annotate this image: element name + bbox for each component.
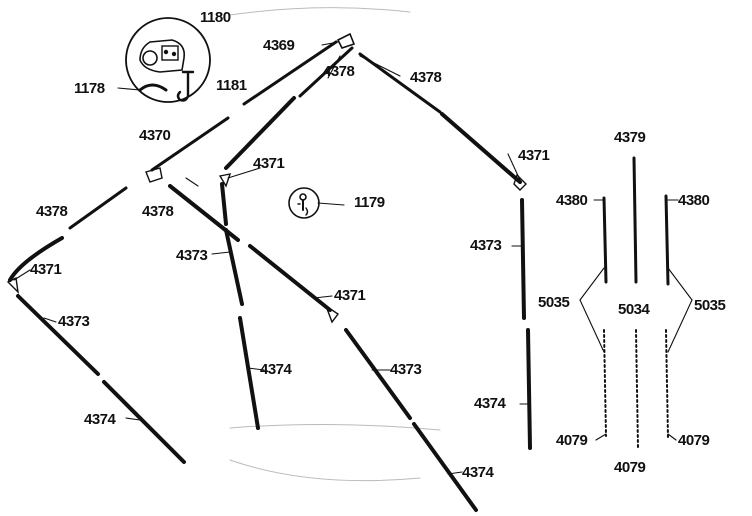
label-5035-right: 5035 bbox=[694, 297, 726, 314]
label-4373-right: 4373 bbox=[470, 237, 502, 254]
label-4371-left: 4371 bbox=[30, 261, 62, 278]
label-4374-center: 4374 bbox=[260, 361, 292, 378]
label-4371-middle: 4371 bbox=[334, 287, 366, 304]
label-4079-center: 4079 bbox=[614, 459, 646, 476]
label-4380-left: 4380 bbox=[556, 192, 588, 209]
label-5034: 5034 bbox=[618, 301, 650, 318]
label-4370: 4370 bbox=[139, 127, 171, 144]
leader-lines bbox=[13, 41, 693, 475]
label-4378-top-right: 4378 bbox=[410, 69, 442, 86]
label-1181: 1181 bbox=[216, 77, 247, 94]
label-4373-center: 4373 bbox=[176, 247, 208, 264]
background-arcs bbox=[229, 7, 441, 482]
hardware-detail-circle bbox=[125, 17, 211, 103]
center-diagonal-poles bbox=[248, 244, 478, 512]
label-4373-middle: 4373 bbox=[390, 361, 422, 378]
label-4373-left: 4373 bbox=[58, 313, 90, 330]
label-5035-left: 5035 bbox=[538, 294, 570, 311]
label-4378-left: 4378 bbox=[36, 203, 68, 220]
label-4374-bottom: 4374 bbox=[462, 464, 494, 481]
label-4378-top-left: 4378 bbox=[323, 63, 355, 80]
label-4371-right: 4371 bbox=[518, 147, 550, 164]
left-poles bbox=[6, 236, 186, 464]
label-4371-center: 4371 bbox=[253, 155, 285, 172]
roof-poles bbox=[242, 32, 527, 191]
label-4369: 4369 bbox=[263, 37, 295, 54]
label-1180: 1180 bbox=[200, 9, 231, 26]
right-vertical-poles bbox=[520, 156, 670, 450]
label-1178: 1178 bbox=[74, 80, 105, 97]
label-4378-center: 4378 bbox=[142, 203, 174, 220]
label-4079-right: 4079 bbox=[678, 432, 710, 449]
pin-detail-circle bbox=[288, 187, 320, 219]
label-4079-left: 4079 bbox=[556, 432, 588, 449]
label-4374-right: 4374 bbox=[474, 395, 506, 412]
label-1179: 1179 bbox=[354, 194, 385, 211]
label-4380-right: 4380 bbox=[678, 192, 710, 209]
left-center-poles bbox=[68, 96, 296, 430]
label-4379: 4379 bbox=[614, 129, 646, 146]
label-4374-left: 4374 bbox=[84, 411, 116, 428]
